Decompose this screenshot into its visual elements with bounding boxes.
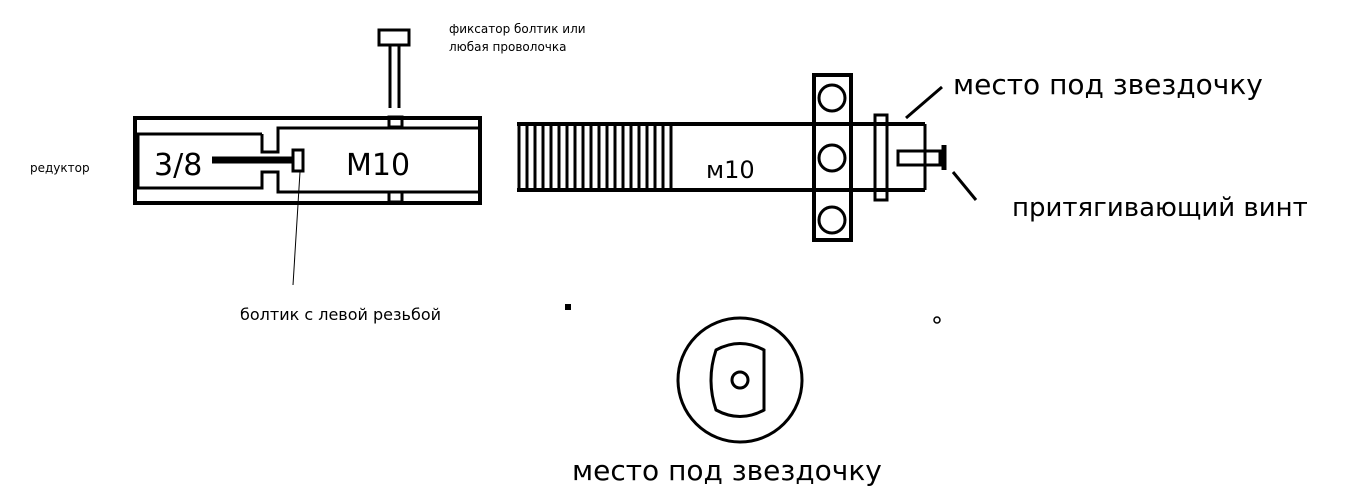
m10-right-label: м10 [706,156,755,184]
thread-section [517,124,673,190]
tension-screw-label: притягивающий винт [1012,193,1308,223]
drive-socket-cavity [136,132,280,190]
reducer-label: редуктор [30,161,90,175]
retainer-pin-hole-top [387,115,404,129]
adapter-housing [133,116,482,205]
flange-hole-top [817,83,847,113]
m10-left-label: M10 [346,148,410,183]
m10-cavity-bottom [276,188,482,194]
shaft-assembly: м10 место под звездочку притягивающий ви… [517,68,1308,242]
flange-hole-middle [817,143,847,173]
sprocket-leader-line [905,85,943,120]
retainer-pin-hole-bottom [387,190,404,204]
adapter-assembly: 3/8 M10 редуктор фиксатор болтик или люб… [30,22,586,324]
stray-dot [565,304,571,310]
retainer-label-line1: фиксатор болтик или [449,22,586,36]
bolt-leader-line [292,171,301,286]
sprocket-seat [873,113,889,202]
tension-screw-shank [896,149,942,167]
sprocket-place-label-bottom: место под звездочку [572,454,882,487]
m10-cavity [276,126,482,134]
retainer-label-line2: любая проволочка [449,40,566,54]
stray-ring [933,316,941,324]
sprocket-place-label-top: место под звездочку [953,68,1263,101]
sprocket-end-view: место под звездочку [572,316,882,487]
drive-socket-neck [260,134,280,154]
flange-hole-bottom [817,205,847,235]
retainer-pin-head [377,28,411,47]
drive-size-label: 3/8 [154,148,202,183]
end-view-flat-profile [709,342,766,418]
screw-leader-line [951,171,978,201]
left-thread-bolt-head [291,148,305,173]
flange [812,73,853,242]
end-view-center-hole [730,370,750,390]
left-thread-bolt-label: болтик с левой резьбой [240,305,441,324]
end-view-outer-circle [676,316,804,444]
